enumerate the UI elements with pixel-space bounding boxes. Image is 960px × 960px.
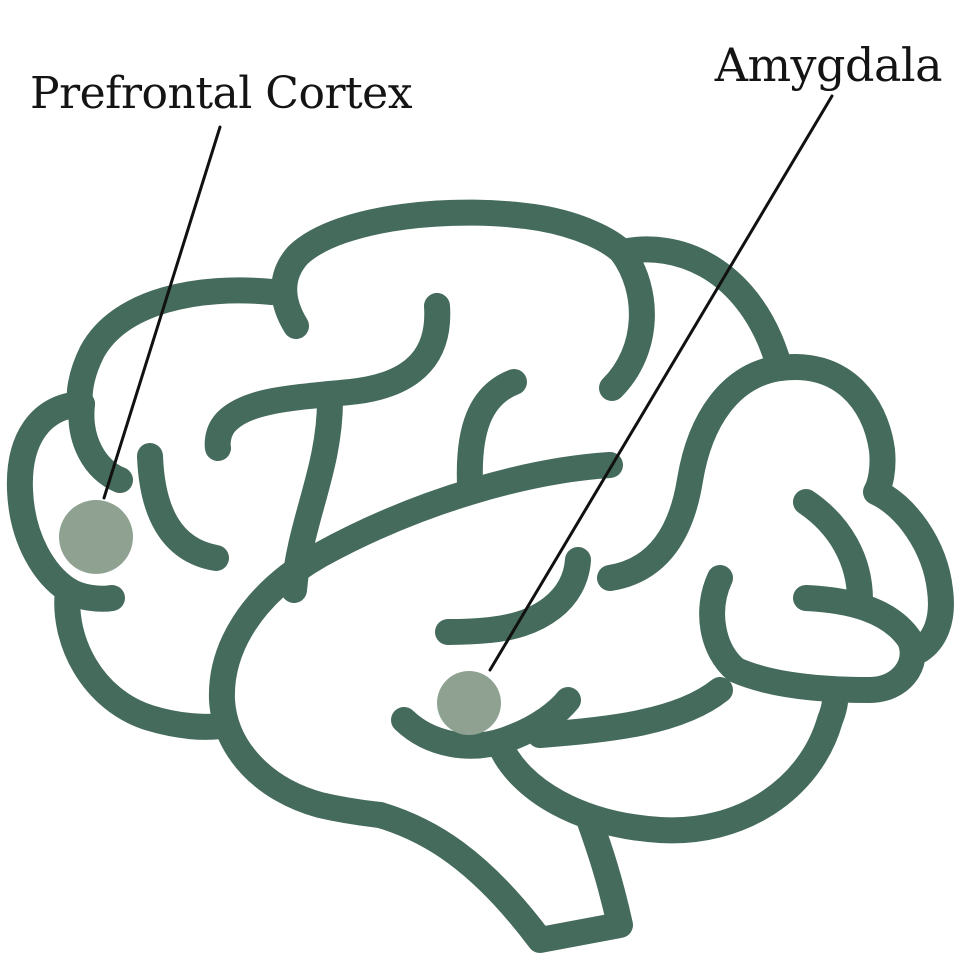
occipital-fold [793, 489, 873, 613]
parietal-fold [204, 293, 451, 461]
amygdala-leader-line [488, 94, 834, 672]
brain-stem [367, 802, 633, 953]
amygdala-label: Amygdala [714, 38, 943, 92]
frontal-sulcus [68, 391, 133, 493]
amygdala-marker [437, 671, 501, 735]
cerebellum-outline [487, 677, 849, 844]
prefrontal-cortex-leader-line [102, 125, 222, 500]
frontal-inner-fold [137, 443, 229, 571]
occipital-lower-fold [699, 565, 926, 703]
cerebellum-fold [527, 677, 733, 748]
brain-top-outline [271, 199, 793, 381]
prefrontal-cortex-label: Prefrontal Cortex [30, 68, 413, 119]
superior-fold [599, 239, 655, 401]
frontal-lower-fold [55, 577, 125, 612]
occipital-outline [767, 354, 954, 663]
prefrontal-cortex-marker [59, 500, 133, 574]
occipital-inner-curve [597, 355, 793, 591]
small-gyrus-fold [456, 369, 527, 497]
brain-illustration [6, 199, 954, 953]
temporal-mid-fold [435, 547, 591, 645]
temporal-lobe-outline [208, 452, 623, 828]
brain-outer-frontal-outline [6, 277, 285, 740]
